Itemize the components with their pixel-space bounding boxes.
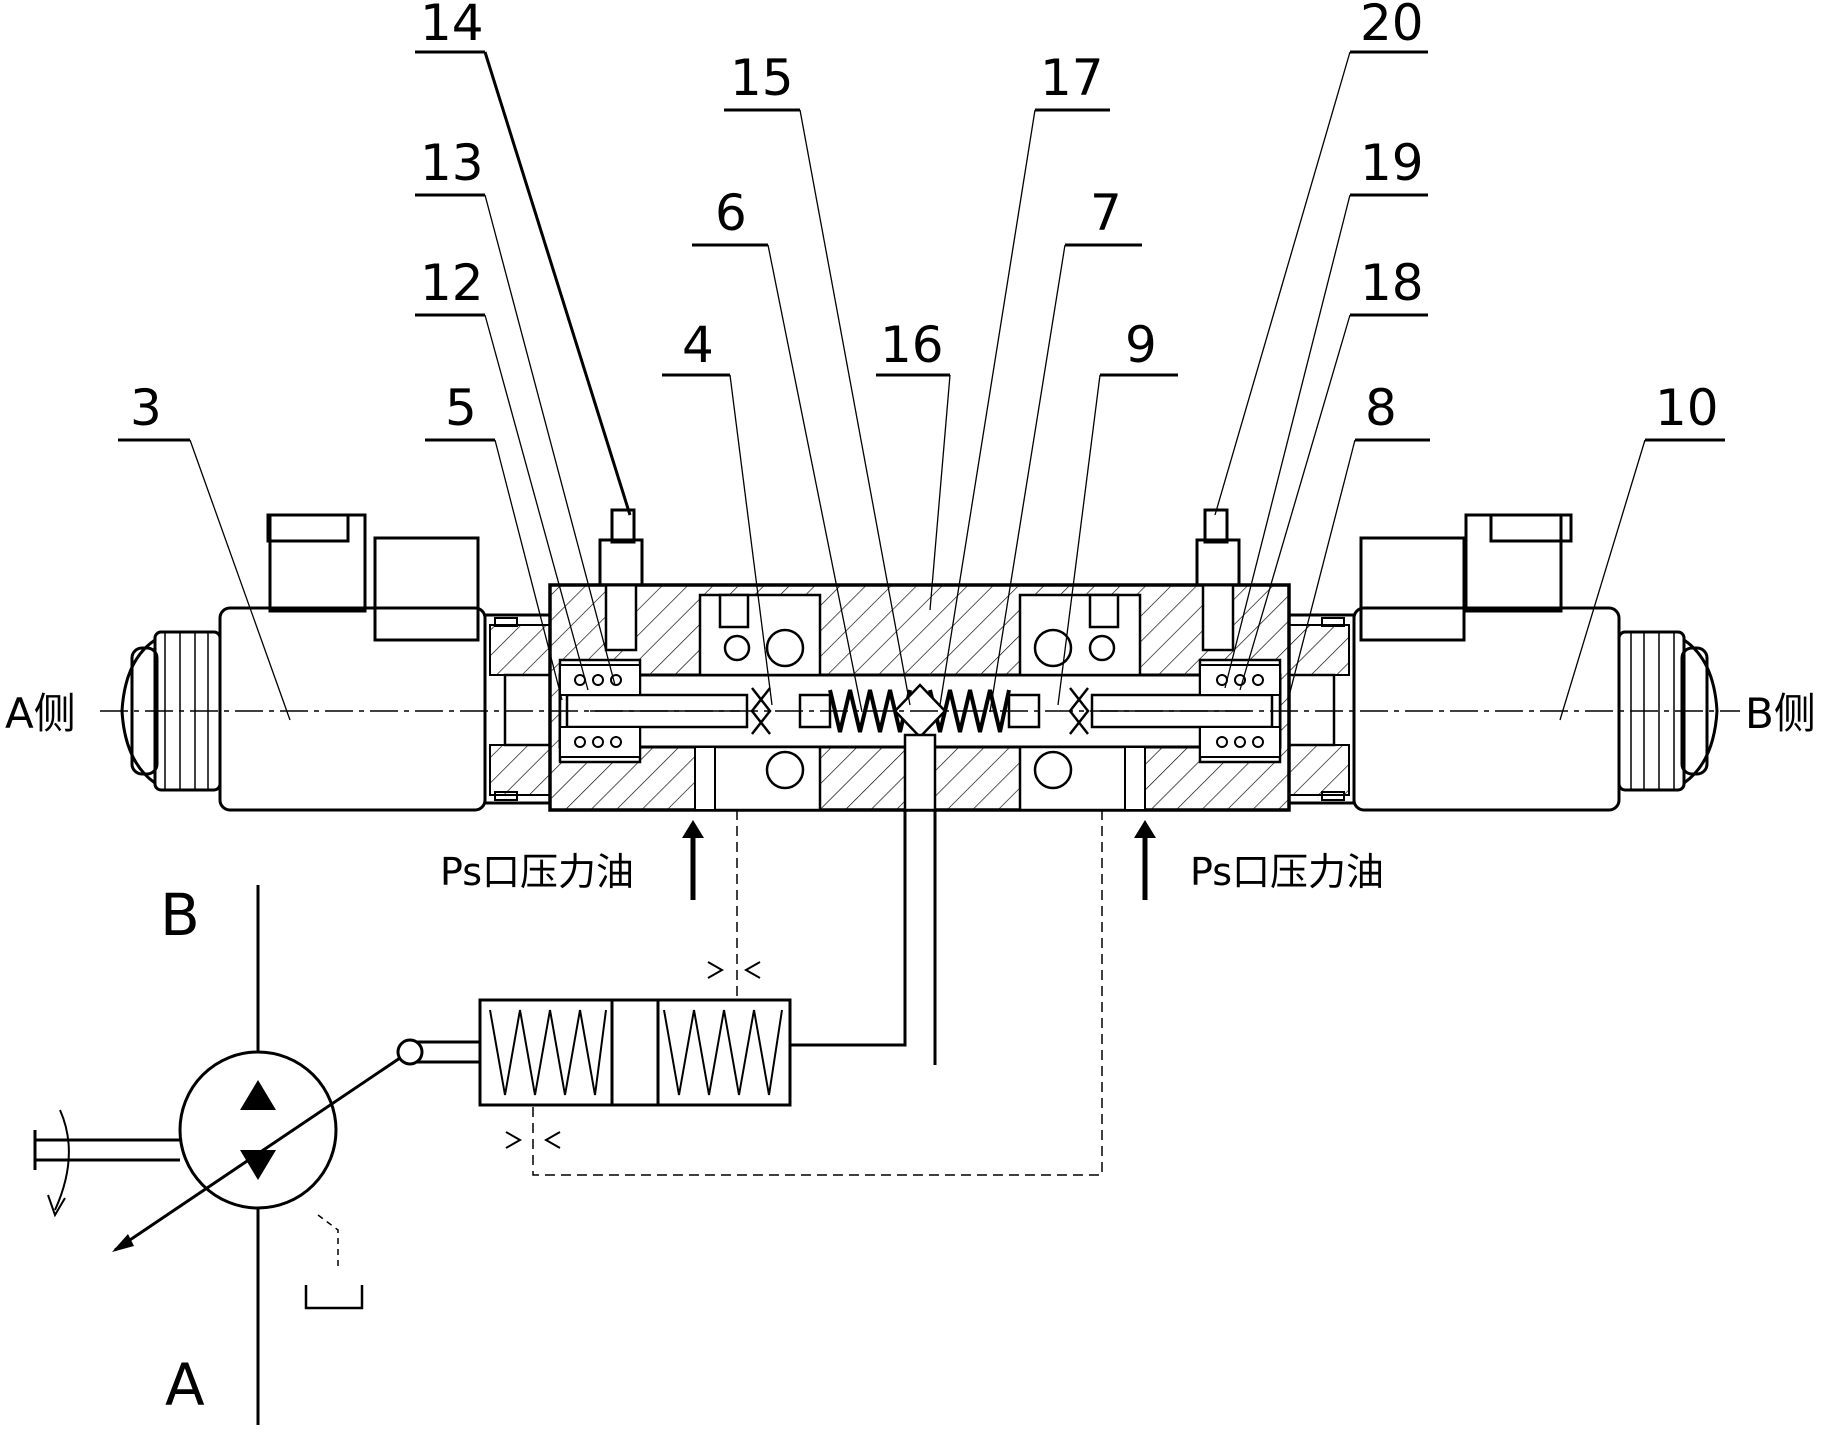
pump-port-b: B — [160, 881, 200, 949]
label-8: 8 — [1365, 379, 1397, 437]
label-14: 14 — [420, 0, 484, 52]
label-3: 3 — [130, 379, 162, 437]
label-4: 4 — [682, 316, 714, 374]
label-20: 20 — [1360, 0, 1424, 52]
pump-port-a: A — [165, 1351, 205, 1419]
label-18: 18 — [1360, 254, 1424, 312]
side-a-label: A侧 — [5, 689, 76, 738]
label-12: 12 — [420, 254, 484, 312]
port-label-right: Ps口压力油 — [1190, 850, 1384, 894]
labels: 3 5 12 13 14 4 6 15 16 17 7 9 20 19 18 8… — [5, 0, 1816, 1419]
label-6: 6 — [715, 184, 747, 242]
right-solenoid — [1287, 513, 1719, 812]
label-7: 7 — [1090, 184, 1122, 242]
valve-body — [100, 508, 1740, 812]
label-17: 17 — [1040, 49, 1104, 107]
label-5: 5 — [445, 379, 477, 437]
side-b-label: B侧 — [1745, 689, 1816, 738]
label-15: 15 — [730, 49, 794, 107]
label-16: 16 — [880, 316, 944, 374]
pump-schematic — [33, 810, 1156, 1425]
label-10: 10 — [1655, 379, 1719, 437]
label-9: 9 — [1125, 316, 1157, 374]
label-19: 19 — [1360, 134, 1424, 192]
left-solenoid — [120, 513, 552, 812]
port-label-left: Ps口压力油 — [440, 850, 634, 894]
label-13: 13 — [420, 134, 484, 192]
leader-lines — [118, 50, 1725, 721]
